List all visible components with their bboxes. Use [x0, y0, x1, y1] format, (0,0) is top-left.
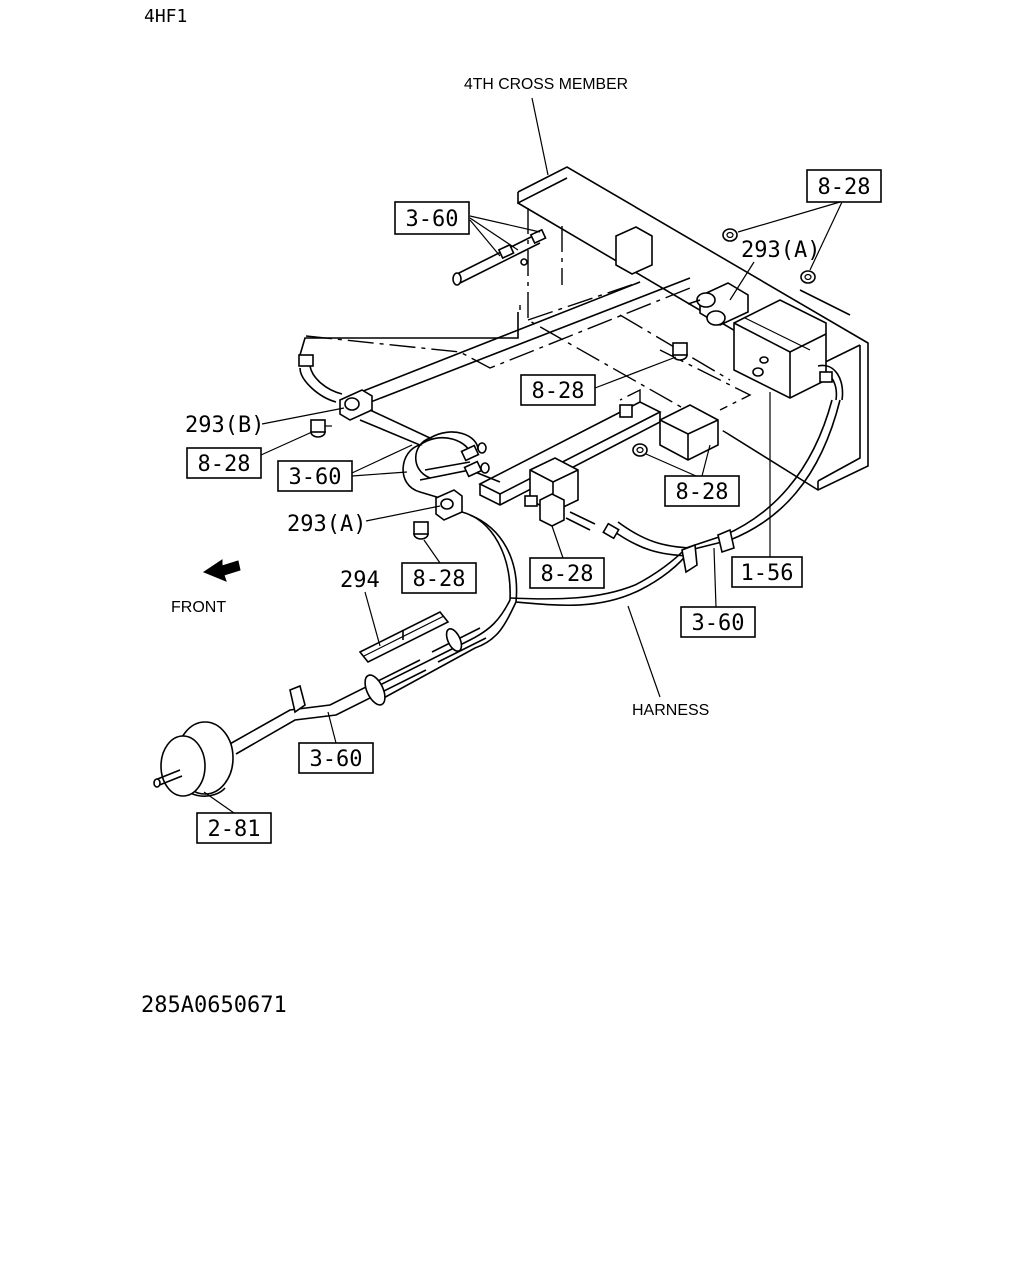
callout-8-28-left-text: 8-28 — [198, 452, 251, 477]
callout-8-28-center-text: 8-28 — [541, 562, 594, 587]
callout-8-28-center: 8-28 — [529, 525, 605, 589]
nut-top-1 — [722, 228, 738, 242]
callout-8-28-mid: 8-28 — [520, 356, 677, 406]
callout-3-60-right-text: 3-60 — [692, 611, 745, 636]
solenoid-293a-top — [687, 282, 749, 326]
callout-8-28-top-right-text: 8-28 — [818, 175, 871, 200]
callout-3-60-top: 3-60 — [394, 201, 541, 257]
callout-1-56: 1-56 — [731, 392, 803, 588]
bolt-lower — [413, 521, 429, 540]
callout-8-28-lower-text: 8-28 — [413, 567, 466, 592]
hose-sleeve — [227, 627, 487, 755]
clamp-293a-lower — [435, 489, 463, 521]
callout-8-28-mid-text: 8-28 — [532, 379, 585, 404]
canister-294 — [358, 610, 450, 664]
lower-hose — [369, 399, 841, 701]
callout-293a-lower-leader — [365, 505, 441, 522]
callout-3-60-bottom: 3-60 — [298, 711, 374, 774]
top-pipe — [452, 228, 547, 286]
callout-3-60-left-text: 3-60 — [289, 465, 342, 490]
callout-293a-top-leader — [729, 261, 755, 301]
front-arrow-icon — [202, 559, 241, 582]
clamp-293b — [339, 389, 373, 421]
model-code: 4HF1 — [144, 6, 187, 27]
callout-2-81: 2-81 — [196, 791, 272, 844]
callout-8-28-right-text: 8-28 — [676, 480, 729, 505]
callout-3-60-bottom-text: 3-60 — [310, 747, 363, 772]
pin-right — [752, 356, 769, 377]
nut-right — [632, 443, 648, 457]
callout-293a-lower-text: 293(A) — [287, 512, 366, 537]
drawing-number: 285A0650671 — [141, 993, 287, 1018]
canister-2-81 — [153, 721, 234, 797]
solenoid-valve-center — [524, 457, 596, 531]
u-hose — [359, 409, 501, 499]
callout-1-56-text: 1-56 — [741, 561, 794, 586]
callout-8-28-top-right: 8-28 — [737, 169, 882, 271]
callout-3-60-top-text: 3-60 — [406, 207, 459, 232]
vacuum-hose-upper — [298, 277, 691, 411]
harness-label: HARNESS — [632, 702, 709, 719]
callout-3-60-left: 3-60 — [277, 444, 413, 492]
harness-leader — [627, 605, 661, 698]
callout-8-28-right: 8-28 — [645, 444, 740, 507]
callout-293a-top-text: 293(A) — [741, 238, 820, 263]
callout-293b-leader — [261, 407, 345, 425]
callout-3-60-right: 3-60 — [680, 547, 756, 638]
callout-294-text: 294 — [340, 568, 380, 593]
callout-8-28-lower: 8-28 — [401, 539, 477, 594]
bolt-mid — [672, 342, 688, 361]
front-label: FRONT — [171, 599, 226, 616]
nut-top-2 — [800, 270, 816, 284]
callout-2-81-text: 2-81 — [208, 817, 261, 842]
bolt-left — [310, 419, 332, 438]
callout-294-leader — [364, 591, 381, 647]
middle-bracket — [478, 388, 719, 506]
callout-293b-text: 293(B) — [185, 413, 264, 438]
cross-member-label: 4TH CROSS MEMBER — [464, 76, 628, 93]
right-hose-loop — [817, 364, 844, 401]
callout-8-28-left: 8-28 — [186, 431, 313, 479]
cross-member-leader — [531, 97, 549, 176]
